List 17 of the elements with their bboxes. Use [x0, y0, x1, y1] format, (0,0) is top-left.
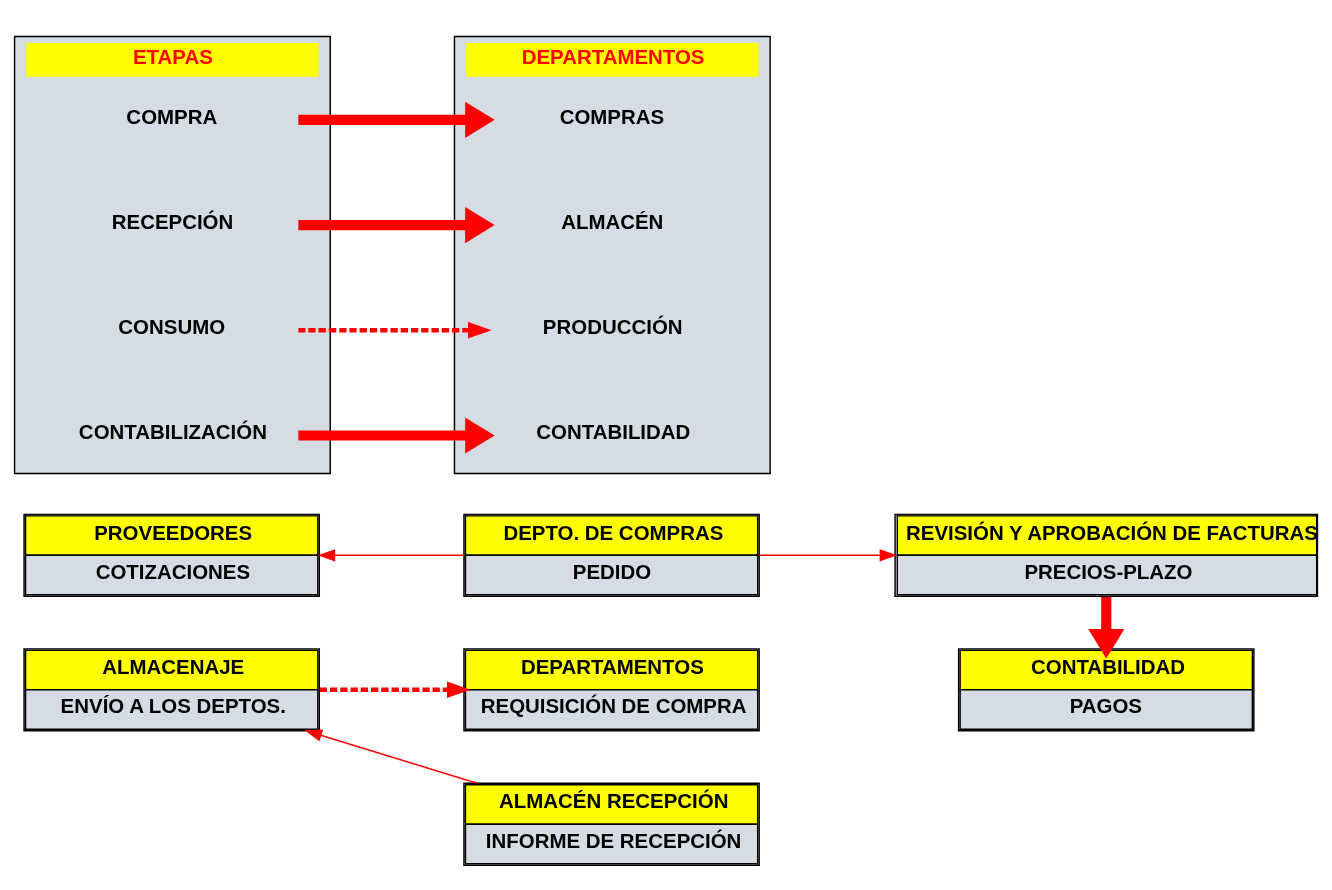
arrow [298, 417, 495, 454]
node-text: COMPRA [126, 104, 218, 128]
node-text: CONSUMO [118, 315, 226, 339]
arrow [298, 101, 495, 138]
node-text: RECEPCIÓN [111, 210, 234, 233]
arrow [758, 549, 898, 562]
node-text: COMPRAS [559, 104, 665, 128]
arrow [298, 206, 495, 244]
arrow [319, 681, 471, 698]
node-text: ALMACÉN [561, 210, 664, 233]
node-text: PRODUCCIÓN [542, 315, 683, 339]
arrow [317, 549, 465, 562]
arrow [304, 729, 478, 785]
arrow [298, 322, 492, 339]
node-text: CONTABILIZACIÓN [78, 420, 267, 444]
arrow [1088, 596, 1125, 659]
node-text: CONTABILIDAD [536, 420, 691, 444]
